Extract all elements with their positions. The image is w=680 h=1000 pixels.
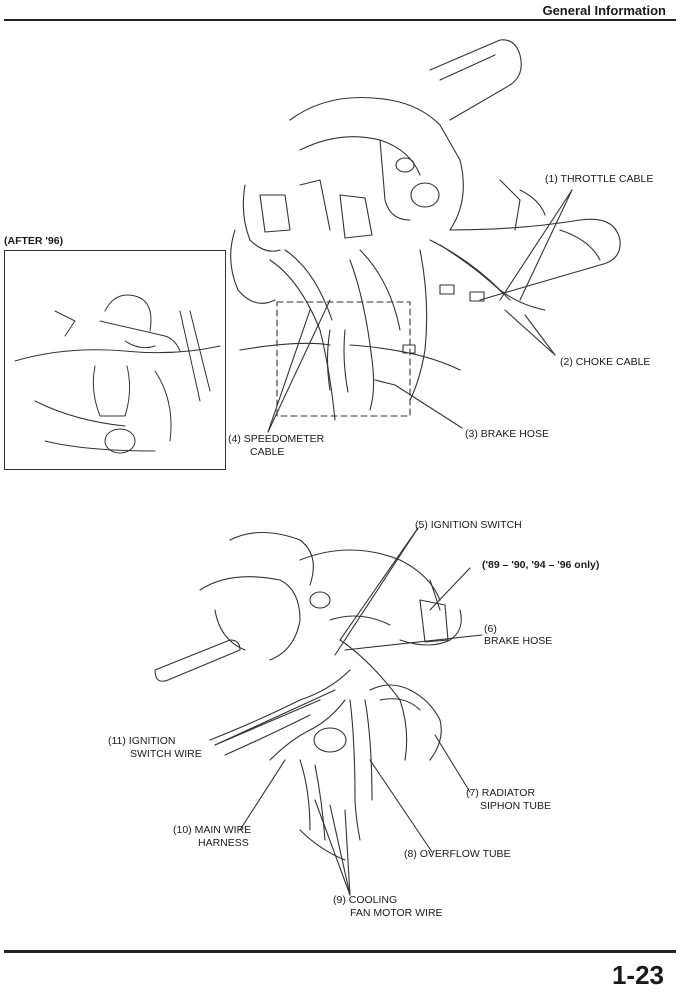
callout-brake-hose-top: (3) BRAKE HOSE bbox=[465, 428, 550, 440]
callout-main-wire-line2: HARNESS bbox=[198, 837, 249, 849]
header-rule bbox=[4, 19, 676, 21]
page-number: 1-23 bbox=[611, 960, 664, 990]
callout-radiator-siphon-line1: (7) RADIATOR bbox=[466, 787, 536, 799]
callout-ignition-wire-line2: SWITCH WIRE bbox=[130, 748, 202, 760]
inset-illustration bbox=[14, 294, 221, 454]
callout-ignition-switch: (5) IGNITION SWITCH bbox=[415, 519, 522, 531]
callout-brake-hose-number: (6) bbox=[484, 623, 497, 635]
callout-throttle-cable: (1) THROTTLE CABLE bbox=[545, 173, 654, 185]
callout-cooling-fan-line1: (9) COOLING bbox=[333, 894, 398, 906]
callout-speedometer-cable-line1: (4) SPEEDOMETER bbox=[228, 433, 325, 445]
callout-cooling-fan-line2: FAN MOTOR WIRE bbox=[350, 907, 443, 919]
inset-label: (AFTER '96) bbox=[4, 235, 64, 247]
callout-brake-hose-bottom: BRAKE HOSE bbox=[484, 635, 553, 647]
footer-rule bbox=[4, 950, 676, 953]
bottom-figure-illustration bbox=[154, 527, 483, 896]
callout-overflow-tube: (8) OVERFLOW TUBE bbox=[404, 848, 511, 860]
callout-main-wire-line1: (10) MAIN WIRE bbox=[173, 824, 252, 836]
callout-ignition-wire-line1: (11) IGNITION bbox=[108, 735, 176, 747]
top-figure-illustration bbox=[230, 39, 621, 433]
after-96-inset-box bbox=[4, 250, 226, 470]
callout-choke-cable: (2) CHOKE CABLE bbox=[560, 356, 651, 368]
section-title: General Information bbox=[542, 3, 666, 18]
callout-radiator-siphon-line2: SIPHON TUBE bbox=[480, 800, 551, 812]
callout-speedometer-cable-line2: CABLE bbox=[250, 446, 285, 458]
callout-years-note: ('89 – '90, '94 – '96 only) bbox=[482, 559, 600, 571]
